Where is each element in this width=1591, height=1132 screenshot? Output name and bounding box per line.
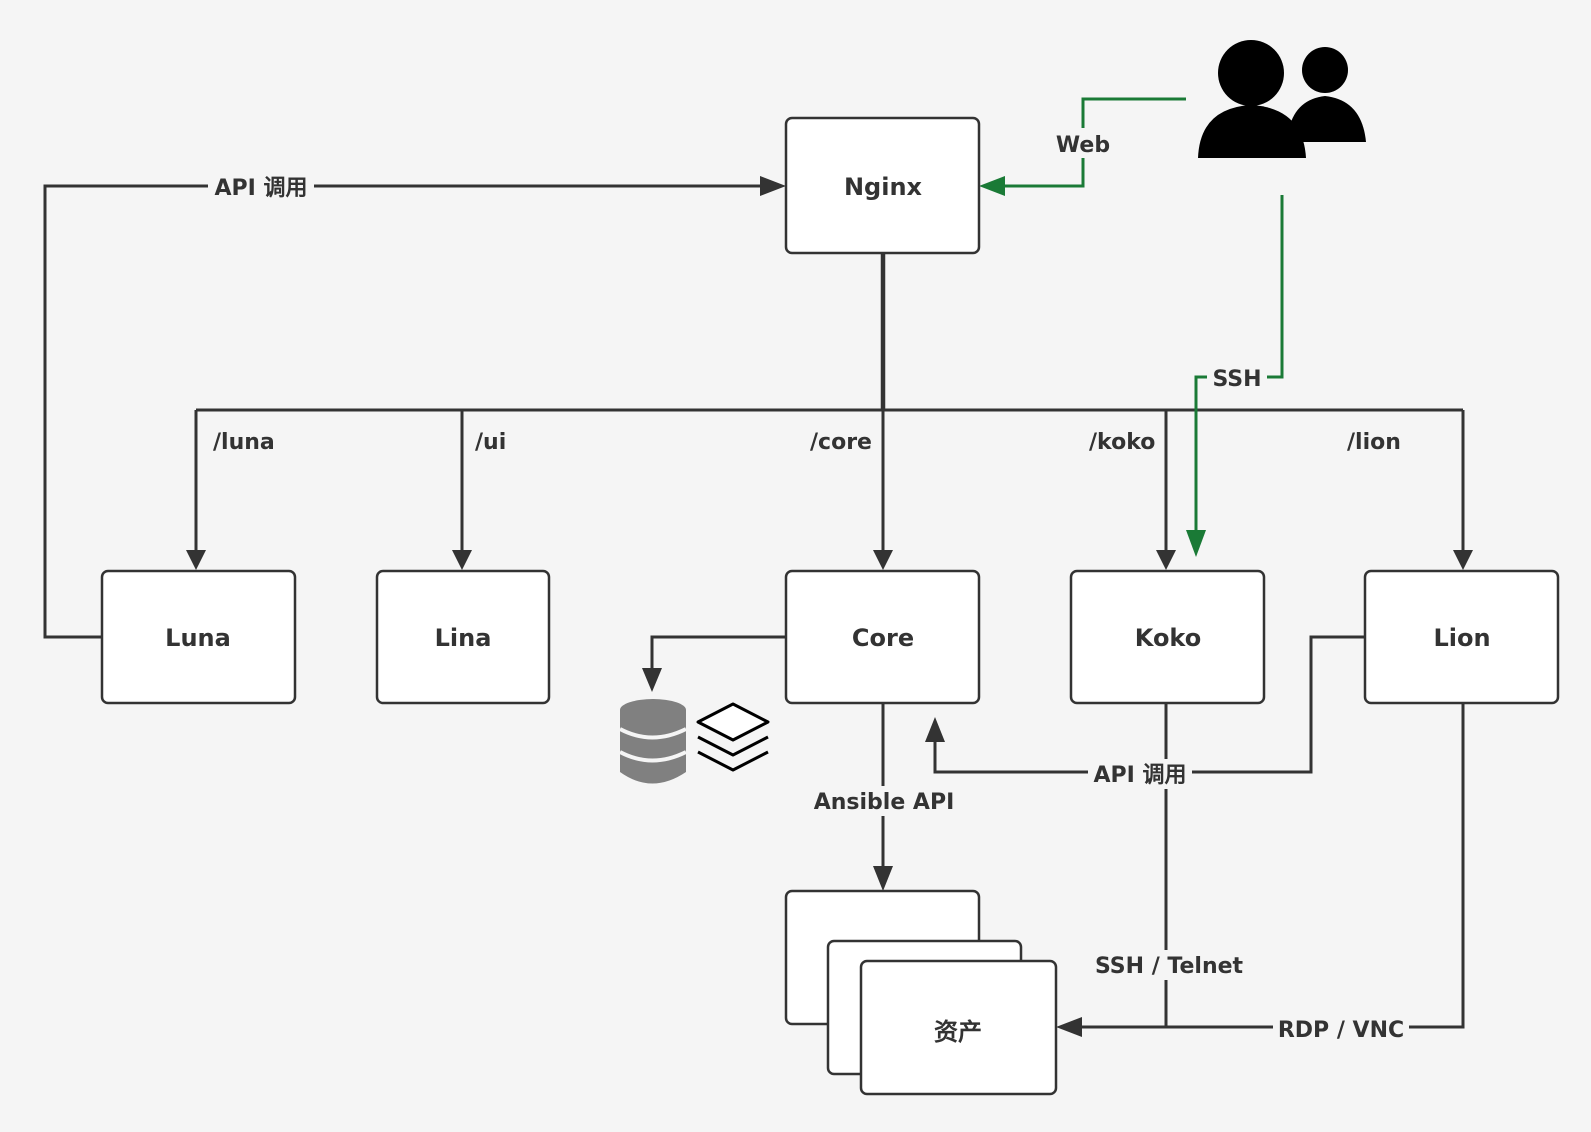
assets-stack-front [859,959,1058,1096]
rdp-vnc-label-bg [1273,1013,1409,1043]
route-koko-arrow [1156,550,1176,570]
api-call-top-line [43,184,765,639]
luna-label: Luna [165,624,231,652]
api-call-bottom-line [933,635,1365,774]
web-label: Web [1056,133,1110,158]
api-call-bottom-label-bg [1088,759,1192,789]
route-core-label: /core [810,430,872,455]
route-core-arrow [873,550,893,570]
ssh-telnet-label: SSH / Telnet [1095,954,1244,979]
layers-icon [696,702,770,772]
nginx-label: Nginx [844,173,923,201]
users-icon [1198,40,1366,158]
route-luna-arrow [186,550,206,570]
koko-node: Koko [1069,569,1266,705]
nginx-node: Nginx [784,116,981,255]
api-call-bottom-label: API 调用 [1094,763,1187,788]
database-icon [619,699,687,784]
web-label-bg [1051,128,1115,158]
core-db-arrow [642,668,662,692]
core-label: Core [852,624,914,652]
lina-node: Lina [375,569,551,705]
route-ui-arrow [452,550,472,570]
koko-label: Koko [1135,624,1201,652]
api-call-bottom-arrow [925,717,945,742]
route-lion-label: /lion [1347,430,1401,455]
ssh-label-bg [1207,363,1267,391]
api-call-top-label: API 调用 [215,176,308,201]
rdp-vnc-line [1080,703,1465,1029]
lion-node: Lion [1363,569,1560,705]
luna-node: Luna [100,569,297,705]
core-node: Core [784,569,981,705]
web-arrow [979,176,1005,196]
route-koko-label: /koko [1089,430,1155,455]
ansible-label: Ansible API [814,790,955,815]
ansible-arrow [873,866,893,891]
route-ui-label: /ui [475,430,506,455]
route-luna-label: /luna [213,430,275,455]
ssh-arrow [1186,530,1206,557]
assets-arrow [1056,1017,1082,1037]
route-lion-arrow [1453,550,1473,570]
lina-label: Lina [435,624,492,652]
ansible-label-bg [812,786,956,816]
core-db-line [650,635,786,670]
assets-label: 资产 [934,1018,982,1046]
api-call-top-arrow [760,176,786,196]
ssh-label: SSH [1212,367,1261,392]
ssh-telnet-label-bg [1089,950,1249,980]
api-call-top-label-bg [208,172,314,202]
assets-node: 资产 [784,889,1058,1096]
rdp-vnc-label: RDP / VNC [1278,1018,1404,1043]
lion-label: Lion [1433,624,1490,652]
